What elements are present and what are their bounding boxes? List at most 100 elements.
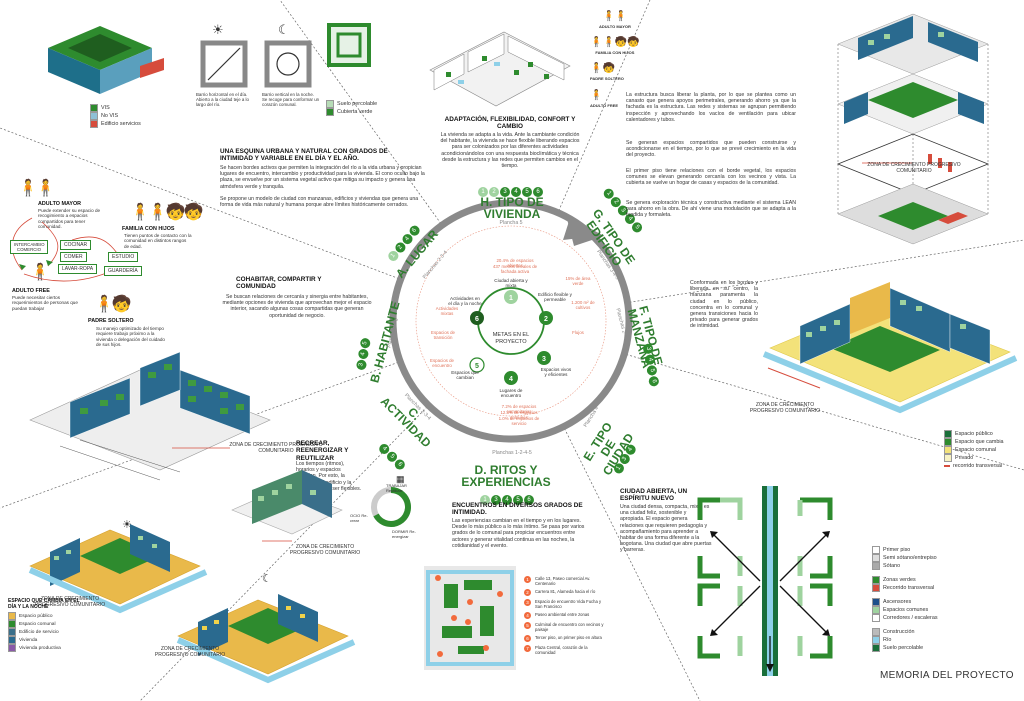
actividad-legend-title: ESPACIO QUE CAMBIA EN EL DÍA Y LA NOCHE (8, 598, 80, 610)
ring-dotted (415, 225, 607, 417)
edificio-paragraph-4: Se genera exploración técnica y construc… (626, 200, 796, 219)
svg-text:6: 6 (475, 316, 479, 323)
svg-text:1: 1 (509, 295, 513, 302)
svg-text:4: 4 (509, 376, 513, 383)
box-lavar-ropa: LAVAR-ROPA (58, 264, 98, 274)
ciudad-legend: Primer piso Semi sótano/entrepiso Sótano… (872, 546, 938, 652)
goal-node-5 (469, 357, 485, 373)
edificio-exploded-axonometric (836, 13, 990, 245)
day-block-axonometric (28, 524, 208, 614)
goal-text-5: Espacios que cambian (451, 370, 479, 381)
edificio-paragraph-1: La estructura busca liberar la planta, p… (626, 92, 796, 123)
lugar-icon-caption-2: Barrio vertical en la noche. Se recoge p… (262, 92, 320, 108)
manzana-paragraph: Conformada en los bordes y liberada en s… (690, 280, 758, 330)
center-disc (393, 203, 629, 439)
ring-note-5: Flujos (572, 330, 584, 335)
planchas-h: Plancha 5 (499, 220, 523, 226)
lugar-heading: UNA ESQUINA URBANA Y NATURAL CON GRADOS … (220, 148, 388, 163)
divider-line-de (510, 320, 701, 701)
center-arrow-ring (389, 199, 633, 443)
ring-note-11: Espacios de transición (431, 330, 455, 340)
night-zone-label: ZONA DE CRECIMIENTO PROGRESIVO COMUNITAR… (154, 646, 226, 658)
goal-node-2 (539, 311, 553, 325)
user-icon-adulto-free: 🧍 (590, 89, 603, 101)
actividad-zone-leader (262, 540, 292, 542)
people-icon-adulto-free: 🧍 (30, 264, 50, 281)
goal-node-1 (504, 290, 518, 304)
ciudad-paragraph: Una ciudad densa, compacta, mixta es una… (620, 504, 712, 554)
habitante-building-axonometric (29, 351, 271, 481)
adulto-free-label: ADULTO FREE (12, 288, 50, 294)
day-sun-icon: ☀ (122, 519, 132, 531)
box-guarderia: GUARDERÍA (104, 266, 142, 276)
goal-text-2: Edificio flexible y permeable (538, 292, 572, 303)
habitante-zone-label: ZONA DE CRECIMIENTO PROGRESIVO COMUNITAR… (229, 442, 323, 454)
actividad-heading: RECREAR, REENERGIZAR Y REUTILIZAR (296, 440, 349, 462)
box-estudio: ESTUDIO (108, 252, 139, 262)
lugar-legend: VIS No VIS Edificio servicios (90, 104, 141, 128)
section-title-d[interactable]: D. RITOS Y EXPERIENCIAS (461, 463, 551, 489)
edificio-paragraph-3: El primer piso tiene relaciones con el b… (626, 168, 796, 187)
svg-text:5: 5 (475, 363, 479, 370)
ring-note-10: Actividades mixtas (435, 306, 459, 316)
edificio-paragraph-2: Se generan espacios compartidos que pued… (626, 140, 796, 159)
goal-text-1: Ciudad abierta y mixta (494, 278, 528, 289)
edificio-zone-leader (862, 162, 912, 164)
day-diagram-icon (200, 40, 248, 88)
night-diagram-icon (264, 40, 312, 88)
section-title-h[interactable]: H. TIPO DE VIVIENDA (480, 195, 544, 221)
lugar-block-isometric (48, 26, 164, 94)
user-icon-padre: 🧍🧒 (590, 63, 615, 75)
ring-note-6: 7.2% de espacios comunitarios (501, 404, 537, 414)
night-block-axonometric (176, 594, 356, 684)
ritos-heading: ENCUENTROS EN DIVERSOS GRADOS DE INTIMID… (452, 502, 583, 517)
lugar-legend-2: Suelo percolable Cubierta verde (326, 100, 377, 116)
padre-text: Su manejo optimizado del tiempo requiere… (96, 326, 165, 348)
adulto-mayor-label: ADULTO MAYOR (38, 201, 82, 207)
goal-text-3: Espacios vivos y eficientes (540, 367, 572, 378)
page-title: MEMORIA DEL PROYECTO (880, 670, 1014, 681)
padre-label: PADRE SOLTERO (88, 318, 134, 324)
edificio-zone-label: ZONA DE CRECIMIENTO PROGRESIVO COMUNITAR… (867, 162, 961, 174)
divider-line-fg (510, 239, 1024, 322)
svg-text:2: 2 (544, 316, 548, 323)
box-cocinar: COCINAR (60, 240, 92, 250)
center-label: METAS EN EL PROYECTO (492, 332, 530, 345)
ring-note-9: Espacios de encuentro (430, 358, 454, 368)
user-icon-adulto-mayor: 🧍🧍 (602, 11, 628, 22)
vivienda-paragraph: La vivienda se adapta a la vida. Ante la… (440, 132, 580, 170)
box-comer: COMER (60, 252, 87, 262)
ciudad-heading: CIUDAD ABIERTA, UN ESPÍRITU NUEVO (620, 488, 688, 503)
habitante-paragraph: Se buscan relaciones de cercanía y siner… (222, 294, 372, 319)
actividad-building-axonometric (231, 470, 343, 535)
vivienda-apartment-axonometric (429, 31, 571, 107)
ring-note-3: 15% de área verde (565, 276, 591, 286)
divider-line-ab (0, 127, 512, 322)
ring-note-8: 1.0% de espacios de servicio (498, 416, 540, 426)
familia-label: FAMILIA CON HIJOS (122, 226, 175, 232)
manzana-block-axonometric (762, 282, 1018, 414)
calendar-icon: ▦ (396, 474, 405, 484)
goal-text-4: Lugares de encuentro (499, 388, 523, 399)
lugar-paragraph-2: Se propone un modelo de ciudad con manza… (220, 196, 419, 209)
actividad-legend: Espacio público Espacio comunal Edificio… (8, 612, 61, 652)
manzana-zone-label: ZONA DE CRECIMIENTO PROGRESIVO COMUNITAR… (749, 402, 821, 414)
vivienda-heading: ADAPTACIÓN, FLEXIBILIDAD, CONFORT Y CAMB… (444, 116, 576, 131)
habitante-zone-leader (172, 447, 230, 449)
goal-nodes (469, 290, 553, 385)
user-icon-familia: 🧍🧍🧒🧒 (590, 37, 640, 49)
clock-label-trabajar: TRABAJAR Reutilizar (386, 483, 407, 493)
moon-icon: ☾ (278, 22, 290, 37)
night-moon-icon: ☾ (262, 573, 272, 585)
vivienda-users: 🧍🧍ADULTO MAYOR 🧍🧍🧒🧒FAMILIA CON HIJOS 🧍🧒P… (590, 11, 640, 108)
ring-note-2: 437 metros lineales de fachada activa (492, 264, 538, 274)
lugar-paragraph-1: Se hacen bordes activos que permiten la … (220, 165, 425, 190)
planchas-d: Planchas 1-2-4-5 (492, 450, 532, 456)
day-zone-label: ZONA DE CRECIMIENTO PROGRESIVO COMUNITAR… (34, 596, 106, 608)
ring-note-4: 1.200 m² de cultivos (571, 300, 595, 310)
box-intercambio: INTERCAMBIO COMERCIO (10, 240, 48, 254)
